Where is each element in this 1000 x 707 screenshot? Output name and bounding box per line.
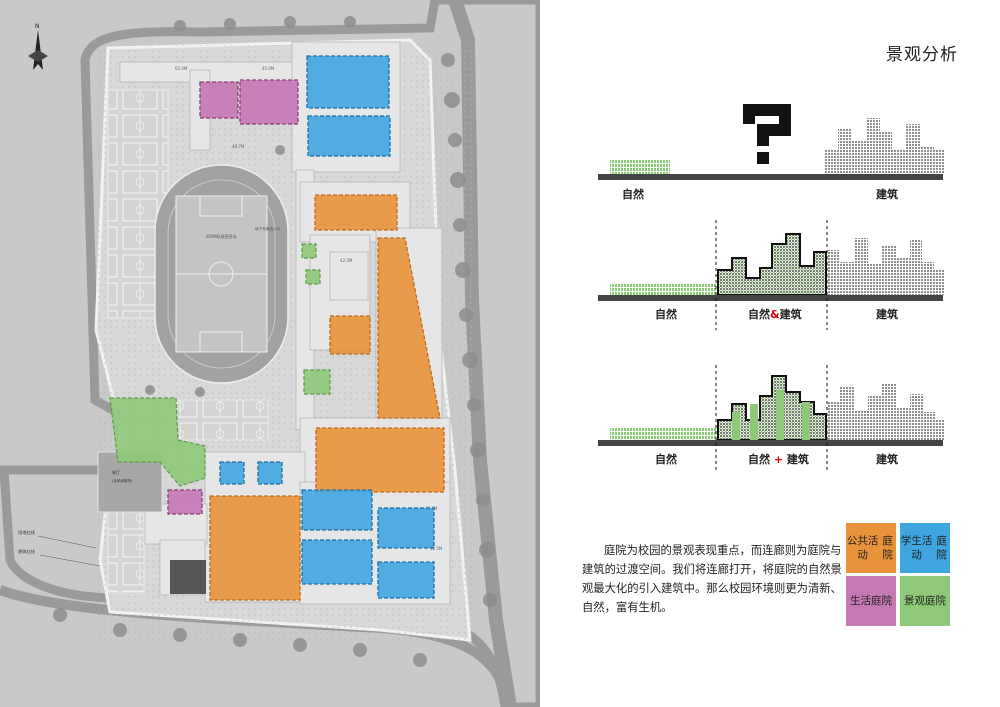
student-courtyard (306, 55, 390, 109)
student-courtyard (307, 115, 391, 157)
legend-living-courtyard: 生活庭院 (846, 576, 896, 626)
north-label: N (35, 23, 40, 30)
mixed-skyline (717, 375, 827, 441)
public-courtyard (329, 315, 371, 355)
dimension-label: 42.5M (340, 258, 353, 263)
diagram-label: 建筑 (876, 453, 898, 466)
building-skyline (828, 384, 944, 440)
public-courtyard (377, 237, 441, 419)
legend-public-courtyard: 公共活动庭院 (846, 523, 896, 573)
student-courtyard (301, 539, 373, 585)
diagram-nature-and-building (598, 220, 944, 330)
landscape-courtyard (301, 243, 317, 259)
nature-block (610, 160, 670, 174)
student-courtyard (219, 461, 245, 485)
building-line-label: 建筑红线 (18, 548, 36, 555)
dimension-label: 45.0M (262, 66, 275, 71)
mixed-skyline (717, 233, 827, 296)
analysis-panel: 景观分析 (540, 0, 1000, 707)
diagram-label-connector: + (773, 453, 784, 466)
canteen-label: 餐厅 (112, 469, 120, 475)
landscape-courtyard (305, 269, 321, 285)
diagram-label: 自然 (655, 308, 677, 321)
diagram-nature-vs-building (598, 104, 944, 180)
diagram-label: 建筑 (876, 188, 898, 201)
site-plan-drawing: 400M标准田径场 餐厅 (含风雨操场) 地下车库出入口 65.0M 45.0M… (0, 0, 540, 707)
student-courtyard (377, 507, 435, 549)
building-skyline (828, 238, 944, 295)
ground-bar (598, 174, 943, 180)
dimension-label: 12.5M (430, 546, 443, 551)
legend-landscape-courtyard: 景观庭院 (900, 576, 950, 626)
inserted-green (732, 390, 810, 440)
diagram-label: 自然&建筑 (748, 306, 802, 322)
student-courtyard (301, 489, 373, 531)
track-label: 400M标准田径场 (205, 233, 236, 239)
landscape-diagrams (598, 104, 944, 472)
student-courtyard (377, 561, 435, 599)
landscape-courtyard (303, 369, 331, 395)
living-courtyard (239, 79, 299, 125)
diagram-label-connector: & (770, 308, 780, 321)
diagram-label: 建筑 (876, 308, 898, 321)
north-arrow-icon (28, 30, 48, 70)
landscape-courtyard (109, 397, 206, 487)
canteen-sublabel: (含风雨操场) (112, 478, 133, 483)
dimension-label: 65.0M (175, 66, 188, 71)
public-courtyard (314, 194, 398, 231)
dimension-label: 48.7M (232, 144, 245, 149)
diagram-label: 自然 + 建筑 (748, 451, 809, 467)
border-label: 用地红线 (18, 529, 36, 536)
diagram-label: 自然 (622, 188, 644, 201)
building-skyline (825, 118, 944, 174)
diagram-label: 自然 (655, 453, 677, 466)
diagram-nature-plus-building (598, 365, 944, 472)
diagram-label-part: 建筑 (786, 453, 809, 466)
diagram-label-part: 自然 (748, 308, 770, 321)
student-courtyard (257, 461, 283, 485)
page-title: 景观分析 (886, 45, 958, 65)
living-courtyard (199, 81, 239, 119)
diagram-label-part: 自然 (748, 453, 770, 466)
public-courtyard (209, 495, 301, 601)
plaza-label: 地下车库出入口 (255, 226, 281, 231)
legend-student-courtyard: 学生活动庭院 (900, 523, 950, 573)
question-mark-icon (743, 104, 791, 164)
description-text: 庭院为校园的景观表现重点，而连廊则为庭院与建筑的过渡空间。我们将连廊打开，将庭院… (582, 544, 842, 614)
living-courtyard (167, 489, 203, 515)
public-courtyard (315, 427, 445, 493)
diagram-label-part: 建筑 (779, 308, 802, 321)
site-plan: 400M标准田径场 餐厅 (含风雨操场) 地下车库出入口 65.0M 45.0M… (0, 0, 540, 707)
